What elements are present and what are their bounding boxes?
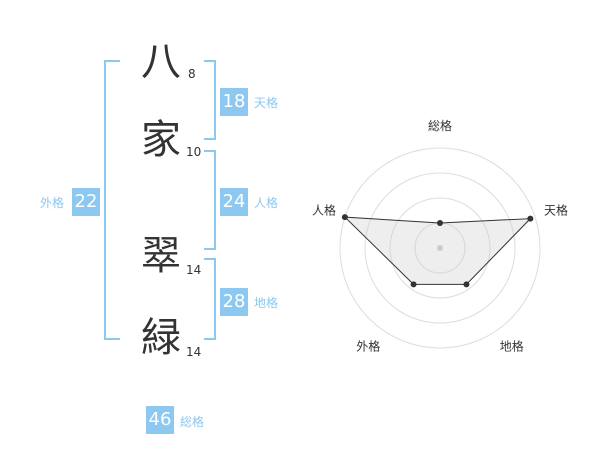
tenkaku-value: 18	[220, 88, 248, 116]
radar-point-4	[410, 281, 417, 288]
radar-area	[343, 216, 532, 285]
gaikaku-value: 22	[72, 188, 100, 216]
name-char-2: 家	[141, 117, 181, 163]
radar-axis-label-2: 天格	[544, 202, 568, 217]
chikaku-bracket	[204, 258, 216, 340]
radar-axis-label-1: 総格	[428, 118, 452, 133]
radar-axis-label-5: 人格	[312, 202, 336, 217]
stroke-count-4: 14	[186, 345, 202, 359]
chikaku-value: 28	[220, 288, 248, 316]
stroke-count-2: 10	[186, 145, 202, 159]
jinkaku-label: 人格	[254, 196, 279, 210]
radar-axis-label-3: 地格	[500, 339, 524, 354]
radar-axis-label-4: 外格	[356, 339, 380, 354]
gaikaku-bracket	[104, 60, 120, 340]
tenkaku-bracket	[204, 60, 216, 140]
radar-point-5	[341, 214, 348, 221]
radar-points	[341, 214, 534, 288]
radar-center-dot	[437, 245, 443, 251]
radar-point-2	[527, 215, 534, 222]
radar-ring-3	[364, 172, 516, 324]
jinkaku-bracket	[204, 150, 216, 250]
gaikaku-label: 外格	[40, 196, 65, 210]
stroke-count-3: 14	[186, 263, 202, 277]
name-char-4: 緑	[141, 315, 181, 361]
radar-point-3	[463, 281, 470, 288]
jinkaku-value: 24	[220, 188, 248, 216]
radar-ring-2	[389, 197, 491, 299]
stroke-count-1: 8	[188, 67, 196, 81]
tenkaku-label: 天格	[254, 96, 279, 110]
name-char-1: 八	[141, 39, 181, 85]
soukaku-label: 総格	[180, 415, 205, 429]
radar-rings	[339, 147, 541, 349]
soukaku-value: 46	[146, 406, 174, 434]
chikaku-label: 地格	[254, 296, 279, 310]
radar-point-1	[437, 220, 443, 226]
radar-ring-4	[339, 147, 541, 349]
name-char-3: 翠	[141, 233, 181, 279]
